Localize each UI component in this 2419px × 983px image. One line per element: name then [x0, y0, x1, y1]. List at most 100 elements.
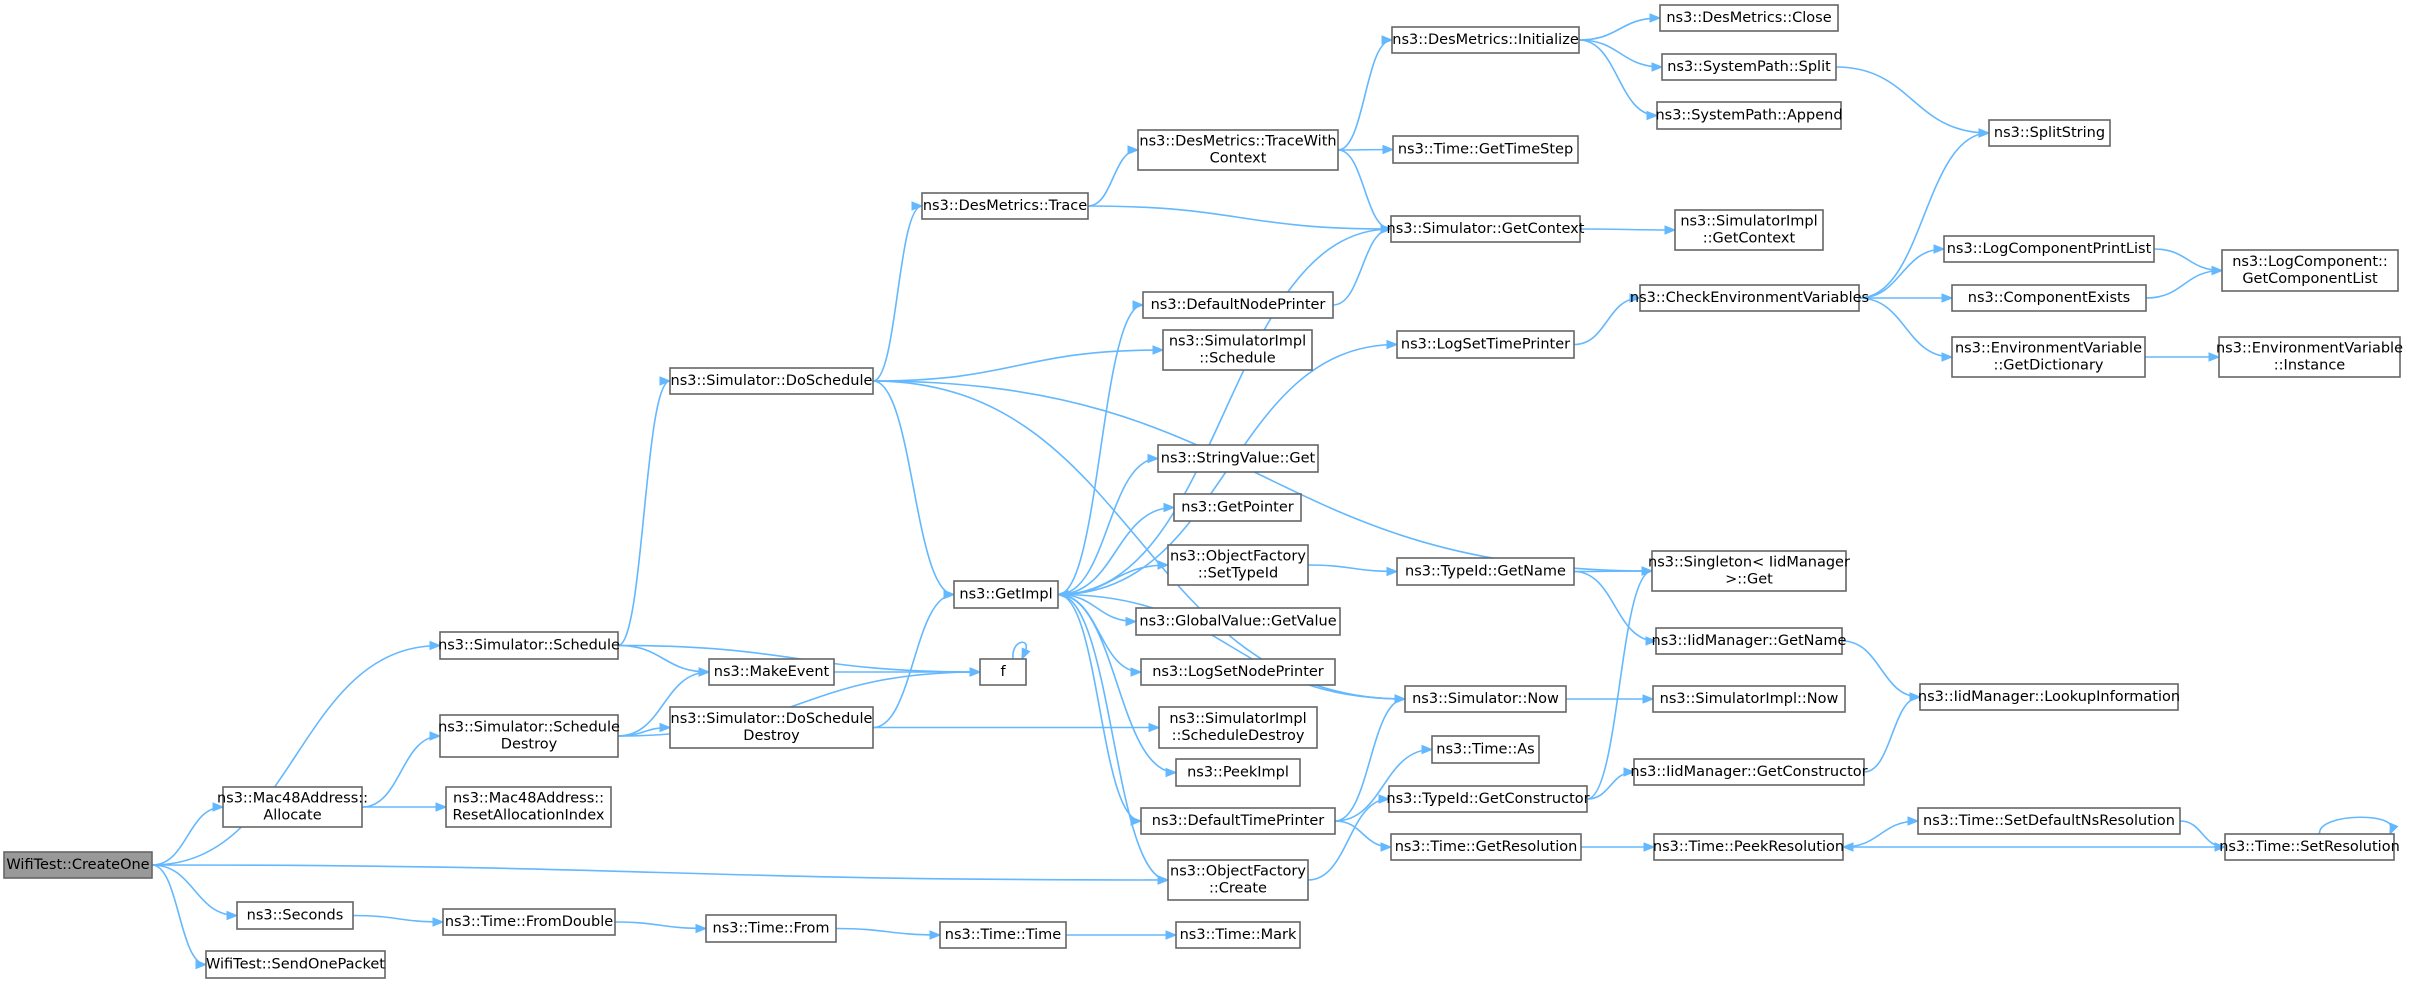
node-ofcreate[interactable]: ns3::ObjectFactory::Create: [1167, 859, 1309, 901]
edge-create-one-to-schedule: [151, 640, 442, 866]
node-component-exists[interactable]: ns3::ComponentExists: [1951, 284, 2147, 312]
node-box: [1656, 101, 1842, 130]
node-reset-alloc[interactable]: ns3::Mac48Address::ResetAllocationIndex: [445, 786, 612, 828]
node-label: ns3::MakeEvent: [714, 664, 830, 680]
node-label: ns3::Simulator::Schedule: [438, 720, 620, 736]
node-create-one[interactable]: WifiTest::CreateOne: [3, 851, 153, 879]
node-evinstance[interactable]: ns3::EnvironmentVariable::Instance: [2216, 336, 2403, 378]
node-label: ns3::Time::Time: [945, 927, 1062, 943]
node-log-set-time-printer[interactable]: ns3::LogSetTimePrinter: [1396, 330, 1575, 359]
node-box: [222, 786, 363, 828]
node-iid-get-name[interactable]: ns3::IidManager::GetName: [1652, 627, 1847, 655]
node-label: ns3::Time::GetResolution: [1395, 839, 1578, 855]
node-label: ns3::DesMetrics::Close: [1666, 10, 1831, 26]
node-default-time-printer[interactable]: ns3::DefaultTimePrinter: [1140, 807, 1336, 835]
edge-dmtrace-with-context-to-dminitialize: [1337, 35, 1394, 151]
node-box: [3, 851, 153, 879]
edge-default-time-printer-to-time-as: [1334, 744, 1434, 822]
node-time-set-default-ns-res[interactable]: ns3::Time::SetDefaultNsResolution: [1917, 807, 2181, 835]
node-box: [1988, 119, 2111, 147]
node-peek-impl[interactable]: ns3::PeekImpl: [1175, 758, 1301, 787]
node-box: [1140, 807, 1336, 835]
edge-check-env-vars-to-component-exists: [1858, 293, 1954, 303]
node-f[interactable]: f: [979, 658, 1027, 686]
node-iid-lookup-info[interactable]: ns3::IidManager::LookupInformation: [1918, 683, 2180, 711]
edge-do-schedule-to-dmtrace: [872, 201, 924, 382]
node-make-event[interactable]: ns3::MakeEvent: [708, 658, 835, 686]
edge-dmtrace-with-context-to-sim-get-context: [1337, 149, 1393, 234]
node-iid-get-constructor[interactable]: ns3::IidManager::GetConstructor: [1630, 758, 1868, 786]
node-schedule-destroy[interactable]: ns3::Simulator::ScheduleDestroy: [438, 714, 620, 758]
node-box: [2218, 336, 2401, 378]
node-type-id-get-name[interactable]: ns3::TypeId::GetName: [1396, 557, 1575, 586]
node-string-value-get[interactable]: ns3::StringValue::Get: [1157, 444, 1319, 473]
node-siget-context[interactable]: ns3::SimulatorImpl::GetContext: [1674, 209, 1824, 251]
node-sischedule-destroy[interactable]: ns3::SimulatorImpl::ScheduleDestroy: [1158, 706, 1318, 749]
node-box: [445, 786, 612, 828]
edge-iid-get-name-to-iid-lookup-info: [1841, 640, 1922, 702]
node-time-peek-resolution[interactable]: ns3::Time::PeekResolution: [1653, 833, 1844, 861]
node-box: [1142, 291, 1334, 319]
node-log-component-print-list[interactable]: ns3::LogComponentPrintList: [1943, 235, 2155, 263]
node-check-env-vars[interactable]: ns3::CheckEnvironmentVariables: [1630, 284, 1869, 312]
node-sischedule-impl[interactable]: ns3::SimulatorImpl::Schedule: [1162, 329, 1313, 371]
node-allocate[interactable]: ns3::Mac48Address::Allocate: [217, 786, 368, 828]
edge-do-schedule-destroy-to-sischedule-destroy: [873, 722, 1161, 733]
edge-check-env-vars-to-split-string: [1858, 128, 1991, 299]
node-box: [1135, 607, 1341, 636]
edge-seconds-to-from-double: [352, 914, 445, 927]
edge-check-env-vars-to-log-component-print-list: [1858, 244, 1946, 299]
node-label: ::SetTypeId: [1198, 566, 1278, 582]
node-dmtrace[interactable]: ns3::DesMetrics::Trace: [921, 192, 1089, 220]
node-box: [979, 658, 1027, 686]
node-box: [953, 580, 1059, 609]
node-schedule[interactable]: ns3::Simulator::Schedule: [438, 631, 620, 660]
node-dminitialize[interactable]: ns3::DesMetrics::Initialize: [1391, 26, 1580, 54]
node-time-mark[interactable]: ns3::Time::Mark: [1175, 921, 1301, 949]
node-spappend[interactable]: ns3::SystemPath::Append: [1655, 101, 1843, 130]
edge-default-node-printer-to-sim-get-context: [1332, 224, 1393, 306]
edge-create-one-to-seconds: [151, 864, 239, 921]
node-get-pointer[interactable]: ns3::GetPointer: [1173, 493, 1302, 522]
node-spsplit[interactable]: ns3::SystemPath::Split: [1661, 53, 1837, 81]
node-label: ::Create: [1209, 881, 1267, 897]
node-gvget-value[interactable]: ns3::GlobalValue::GetValue: [1135, 607, 1341, 636]
node-dmclose[interactable]: ns3::DesMetrics::Close: [1659, 4, 1839, 32]
node-label: ::Schedule: [1199, 351, 1275, 367]
node-time-from[interactable]: ns3::Time::From: [705, 914, 837, 943]
node-from-double[interactable]: ns3::Time::FromDouble: [442, 908, 616, 936]
node-box: [1659, 4, 1839, 32]
edge-component-exists-to-lcget-component-list: [2145, 265, 2224, 299]
node-sim-get-context[interactable]: ns3::Simulator::GetContext: [1387, 215, 1585, 243]
node-label: ns3::LogSetNodePrinter: [1152, 664, 1324, 680]
node-evget-dictionary[interactable]: ns3::EnvironmentVariable::GetDictionary: [1951, 336, 2146, 378]
node-sim-now[interactable]: ns3::Simulator::Now: [1404, 685, 1567, 713]
node-label: ns3::Time::Mark: [1180, 927, 1297, 943]
node-do-schedule[interactable]: ns3::Simulator::DoSchedule: [669, 367, 874, 395]
node-time-as[interactable]: ns3::Time::As: [1431, 735, 1540, 764]
node-time-set-resolution[interactable]: ns3::Time::SetResolution: [2219, 833, 2400, 861]
node-box: [1919, 683, 2179, 711]
node-sinow[interactable]: ns3::SimulatorImpl::Now: [1652, 685, 1846, 713]
edge-create-one-to-allocate: [151, 802, 225, 866]
node-time-get-resolution[interactable]: ns3::Time::GetResolution: [1390, 833, 1582, 861]
node-time-time[interactable]: ns3::Time::Time: [939, 921, 1067, 949]
node-singleton-get[interactable]: ns3::Singleton< IidManager>::Get: [1648, 550, 1850, 592]
node-split-string[interactable]: ns3::SplitString: [1988, 119, 2111, 147]
node-label: GetComponentList: [2242, 271, 2378, 287]
node-log-set-node-printer[interactable]: ns3::LogSetNodePrinter: [1140, 658, 1336, 686]
node-label: ns3::Simulator::DoSchedule: [671, 373, 873, 389]
node-label: ns3::Simulator::DoSchedule: [671, 711, 873, 727]
node-type-id-get-constructor[interactable]: ns3::TypeId::GetConstructor: [1386, 785, 1590, 813]
node-default-node-printer[interactable]: ns3::DefaultNodePrinter: [1142, 291, 1334, 319]
node-ofset-type-id[interactable]: ns3::ObjectFactory::SetTypeId: [1167, 544, 1309, 586]
node-seconds[interactable]: ns3::Seconds: [236, 901, 354, 930]
node-lcget-component-list[interactable]: ns3::LogComponent::GetComponentList: [2221, 249, 2399, 292]
node-send-one-packet[interactable]: WifiTest::SendOnePacket: [205, 950, 386, 979]
node-label: ns3::GetPointer: [1181, 500, 1294, 516]
node-time-get-time-step[interactable]: ns3::Time::GetTimeStep: [1392, 135, 1579, 164]
node-get-impl[interactable]: ns3::GetImpl: [953, 580, 1059, 609]
